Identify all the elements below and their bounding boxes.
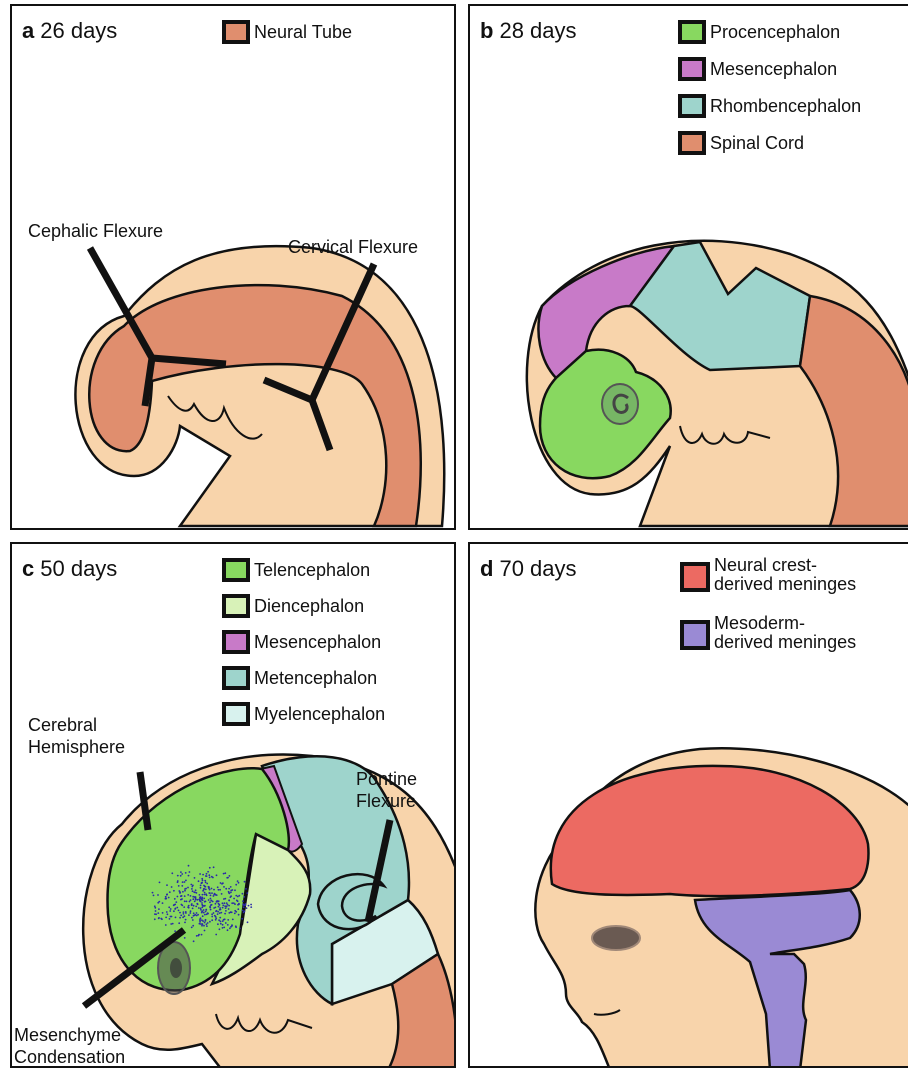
label-mesenchyme-condensation: Mesenchyme Condensation [14,1024,125,1068]
label-cervical-flexure: Cervical Flexure [288,236,418,258]
legend-item-telencephalon: Telencephalon [222,558,370,582]
swatch-myelencephalon [222,702,250,726]
swatch-mesoderm-meninges [680,620,710,650]
label-cephalic-flexure: Cephalic Flexure [28,220,163,242]
legend-item-rhombencephalon: Rhombencephalon [678,94,861,118]
swatch-mesencephalon [222,630,250,654]
legend-item-myelencephalon: Myelencephalon [222,702,385,726]
legend-item-mesencephalon: Mesencephalon [678,57,837,81]
legend-item-procencephalon: Procencephalon [678,20,840,44]
swatch-neural-tube [222,20,250,44]
legend-item-neural-tube: Neural Tube [222,20,352,44]
lens [170,958,182,978]
label-cerebral-hemisphere: Cerebral Hemisphere [28,714,125,758]
swatch-mesencephalon [678,57,706,81]
label-pontine-flexure: Pontine Flexure [356,768,417,812]
embryo-28-days-drawing [470,6,908,530]
swatch-neural-crest-meninges [680,562,710,592]
legend-item-mesencephalon: Mesencephalon [222,630,381,654]
optic-vesicle [602,384,638,424]
legend-item-mesoderm-meninges: Mesoderm- derived meninges [680,618,856,652]
swatch-telencephalon [222,558,250,582]
swatch-procencephalon [678,20,706,44]
legend-item-neural-crest-meninges: Neural crest- derived meninges [680,560,856,594]
eye [592,926,640,950]
swatch-spinal-cord [678,131,706,155]
swatch-metencephalon [222,666,250,690]
legend-item-metencephalon: Metencephalon [222,666,377,690]
legend-item-diencephalon: Diencephalon [222,594,364,618]
swatch-rhombencephalon [678,94,706,118]
legend-item-spinal-cord: Spinal Cord [678,131,804,155]
swatch-diencephalon [222,594,250,618]
embryo-26-days-drawing [12,6,456,530]
